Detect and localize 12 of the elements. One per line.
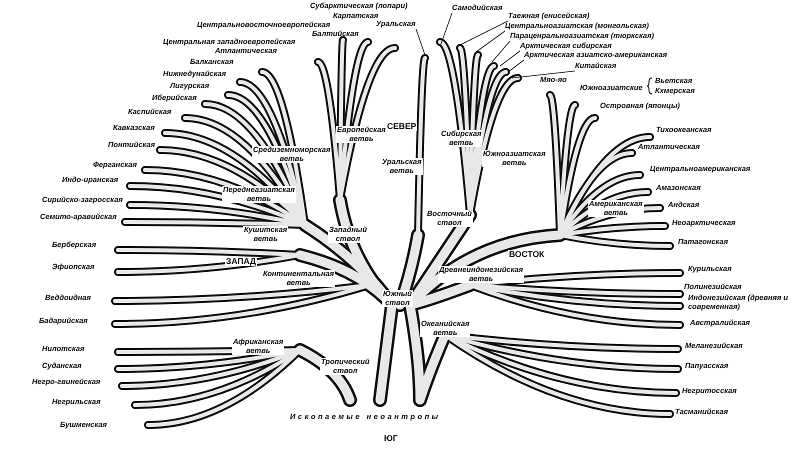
direction-label: ЗАПАД: [225, 257, 257, 266]
leader-line: [512, 70, 576, 78]
leader-line: [476, 30, 506, 52]
direction-label: СЕВЕР: [386, 122, 418, 130]
leader-line: [460, 20, 508, 46]
leader-line: [492, 40, 510, 62]
leader-line: [440, 12, 452, 44]
leader-line: [500, 50, 520, 66]
leader-line: [416, 28, 426, 56]
direction-label: ЮГ: [383, 434, 399, 442]
direction-label: ВОСТОК: [508, 250, 546, 258]
leader-line: [508, 60, 524, 72]
